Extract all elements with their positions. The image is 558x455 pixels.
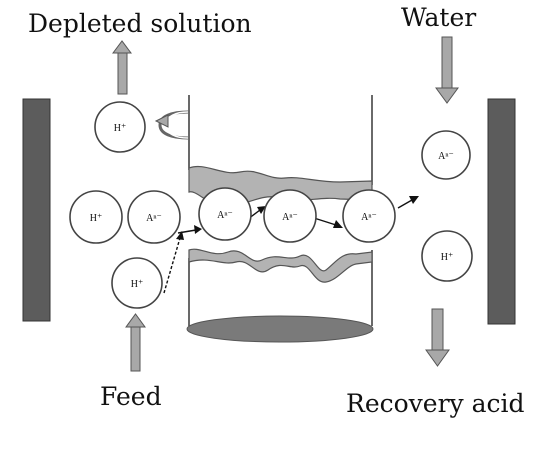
recovery-arrow-icon — [425, 308, 450, 367]
water-label: Water — [401, 3, 476, 32]
proton-feed-circle — [111, 257, 163, 309]
anion-membrane-1-label: Aⁿ⁻ — [217, 210, 233, 221]
depleted-arrow-icon — [112, 40, 132, 95]
proton-left-label: H⁺ — [90, 213, 103, 224]
water-arrow-icon — [435, 36, 459, 104]
anion-membrane-1-circle — [198, 187, 252, 241]
right-electrode — [487, 98, 516, 325]
anion-membrane-2-label: Aⁿ⁻ — [282, 212, 298, 223]
transport-arrows — [163, 196, 419, 294]
feed-label: Feed — [100, 382, 162, 411]
anion-right-circle — [421, 130, 471, 180]
anion-membrane-3-circle — [342, 189, 396, 243]
proton-right-circle — [421, 230, 473, 282]
return-arrow-icon — [154, 110, 189, 140]
anion-membrane-3-label: Aⁿ⁻ — [361, 212, 377, 223]
proton-top-left-label: H⁺ — [114, 123, 127, 134]
recovery-acid-label: Recovery acid — [346, 389, 525, 418]
proton-feed-label: H⁺ — [131, 279, 144, 290]
proton-left-circle — [69, 190, 123, 244]
feed-arrow-icon — [125, 313, 146, 372]
anion-membrane-2-circle — [263, 189, 317, 243]
vessel-bottom-ellipse — [186, 315, 374, 343]
membrane-bottom-layer — [188, 248, 373, 283]
proton-top-left-circle — [94, 101, 146, 153]
depleted-solution-label: Depleted solution — [28, 9, 252, 38]
left-electrode — [22, 98, 51, 322]
proton-right-label: H⁺ — [441, 252, 454, 263]
anion-right-label: Aⁿ⁻ — [438, 151, 454, 162]
anion-left-label: Aⁿ⁻ — [146, 213, 162, 224]
anion-left-circle — [127, 190, 181, 244]
